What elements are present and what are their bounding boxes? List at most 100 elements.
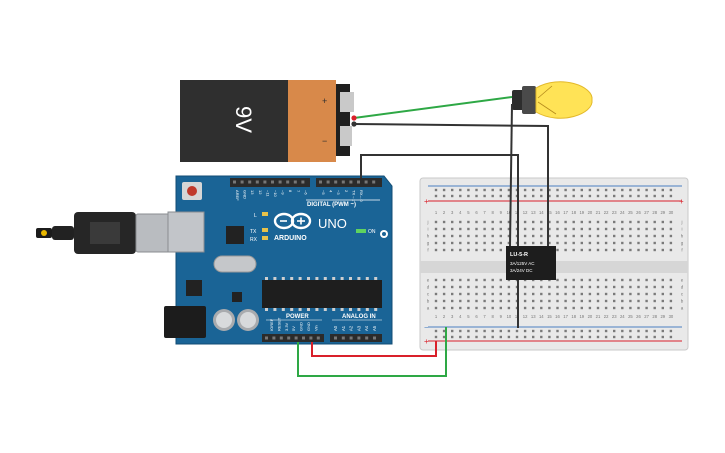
- terminal-hole[interactable]: [572, 292, 575, 296]
- header-hole[interactable]: [301, 180, 305, 184]
- rail-hole[interactable]: [621, 188, 624, 192]
- terminal-hole[interactable]: [629, 248, 632, 252]
- terminal-hole[interactable]: [475, 285, 478, 289]
- terminal-hole[interactable]: [475, 299, 478, 303]
- terminal-hole[interactable]: [442, 241, 446, 245]
- rail-hole[interactable]: [475, 329, 478, 333]
- terminal-hole[interactable]: [588, 241, 592, 245]
- terminal-hole[interactable]: [491, 292, 494, 296]
- terminal-hole[interactable]: [540, 220, 543, 224]
- terminal-hole[interactable]: [669, 292, 673, 296]
- terminal-hole[interactable]: [661, 241, 664, 245]
- header-hole[interactable]: [316, 336, 320, 340]
- rail-hole[interactable]: [523, 335, 527, 339]
- terminal-hole[interactable]: [613, 306, 616, 310]
- terminal-hole[interactable]: [661, 278, 664, 282]
- terminal-hole[interactable]: [459, 299, 462, 303]
- terminal-hole[interactable]: [596, 234, 600, 238]
- rail-hole[interactable]: [491, 335, 494, 339]
- terminal-hole[interactable]: [564, 234, 567, 238]
- terminal-hole[interactable]: [661, 227, 664, 231]
- header-hole[interactable]: [293, 180, 297, 184]
- rail-hole[interactable]: [629, 335, 632, 339]
- terminal-hole[interactable]: [459, 248, 462, 252]
- terminal-hole[interactable]: [556, 227, 559, 231]
- terminal-hole[interactable]: [467, 241, 470, 245]
- header-hole[interactable]: [319, 180, 322, 184]
- terminal-hole[interactable]: [475, 292, 478, 296]
- terminal-hole[interactable]: [645, 285, 648, 289]
- terminal-hole[interactable]: [580, 220, 583, 224]
- terminal-hole[interactable]: [645, 292, 648, 296]
- rail-hole[interactable]: [459, 194, 462, 198]
- rail-hole[interactable]: [499, 335, 502, 339]
- terminal-hole[interactable]: [580, 227, 583, 231]
- rail-hole[interactable]: [459, 335, 462, 339]
- terminal-hole[interactable]: [653, 299, 656, 303]
- rail-hole[interactable]: [548, 335, 551, 339]
- terminal-hole[interactable]: [434, 227, 438, 231]
- terminal-hole[interactable]: [467, 278, 470, 282]
- terminal-hole[interactable]: [491, 285, 494, 289]
- power-header[interactable]: [262, 334, 324, 342]
- header-hole[interactable]: [309, 336, 313, 340]
- terminal-hole[interactable]: [645, 234, 648, 238]
- terminal-hole[interactable]: [467, 306, 470, 310]
- wire-black-bulb-relay[interactable]: [509, 103, 513, 247]
- rail-hole[interactable]: [661, 335, 664, 339]
- rail-hole[interactable]: [507, 335, 511, 339]
- terminal-hole[interactable]: [451, 220, 454, 224]
- terminal-hole[interactable]: [491, 220, 494, 224]
- wire-red-5v-rail[interactable]: [311, 341, 437, 357]
- terminal-hole[interactable]: [507, 241, 511, 245]
- terminal-hole[interactable]: [637, 306, 640, 310]
- terminal-hole[interactable]: [629, 285, 632, 289]
- terminal-hole[interactable]: [653, 278, 656, 282]
- terminal-hole[interactable]: [483, 220, 486, 224]
- rail-hole[interactable]: [475, 335, 478, 339]
- rail-hole[interactable]: [467, 194, 470, 198]
- terminal-hole[interactable]: [596, 299, 600, 303]
- rail-hole[interactable]: [596, 329, 600, 333]
- terminal-hole[interactable]: [548, 241, 551, 245]
- terminal-hole[interactable]: [621, 306, 624, 310]
- reset-button-cap[interactable]: [187, 186, 197, 196]
- terminal-hole[interactable]: [637, 299, 640, 303]
- terminal-hole[interactable]: [653, 285, 656, 289]
- rail-hole[interactable]: [637, 194, 640, 198]
- terminal-hole[interactable]: [564, 299, 567, 303]
- terminal-hole[interactable]: [604, 220, 608, 224]
- terminal-hole[interactable]: [532, 306, 535, 310]
- rail-hole[interactable]: [653, 194, 656, 198]
- terminal-hole[interactable]: [491, 306, 494, 310]
- terminal-hole[interactable]: [645, 278, 648, 282]
- header-hole[interactable]: [233, 180, 236, 184]
- terminal-hole[interactable]: [564, 220, 567, 224]
- terminal-hole[interactable]: [604, 306, 608, 310]
- rail-hole[interactable]: [523, 188, 527, 192]
- rail-hole[interactable]: [580, 188, 583, 192]
- rail-hole[interactable]: [653, 329, 656, 333]
- rail-hole[interactable]: [499, 194, 502, 198]
- terminal-hole[interactable]: [596, 306, 600, 310]
- terminal-hole[interactable]: [572, 248, 575, 252]
- rail-hole[interactable]: [572, 194, 575, 198]
- terminal-hole[interactable]: [613, 227, 616, 231]
- light-bulb[interactable]: [512, 81, 593, 119]
- rail-hole[interactable]: [604, 188, 608, 192]
- terminal-hole[interactable]: [661, 248, 664, 252]
- terminal-hole[interactable]: [588, 227, 592, 231]
- rail-hole[interactable]: [556, 188, 559, 192]
- terminal-hole[interactable]: [661, 299, 664, 303]
- terminal-hole[interactable]: [475, 220, 478, 224]
- terminal-hole[interactable]: [459, 234, 462, 238]
- rail-hole[interactable]: [588, 329, 592, 333]
- terminal-hole[interactable]: [459, 227, 462, 231]
- terminal-hole[interactable]: [499, 278, 502, 282]
- terminal-hole[interactable]: [588, 285, 592, 289]
- terminal-hole[interactable]: [661, 306, 664, 310]
- terminal-hole[interactable]: [653, 248, 656, 252]
- terminal-hole[interactable]: [669, 306, 673, 310]
- terminal-hole[interactable]: [572, 278, 575, 282]
- terminal-hole[interactable]: [548, 227, 551, 231]
